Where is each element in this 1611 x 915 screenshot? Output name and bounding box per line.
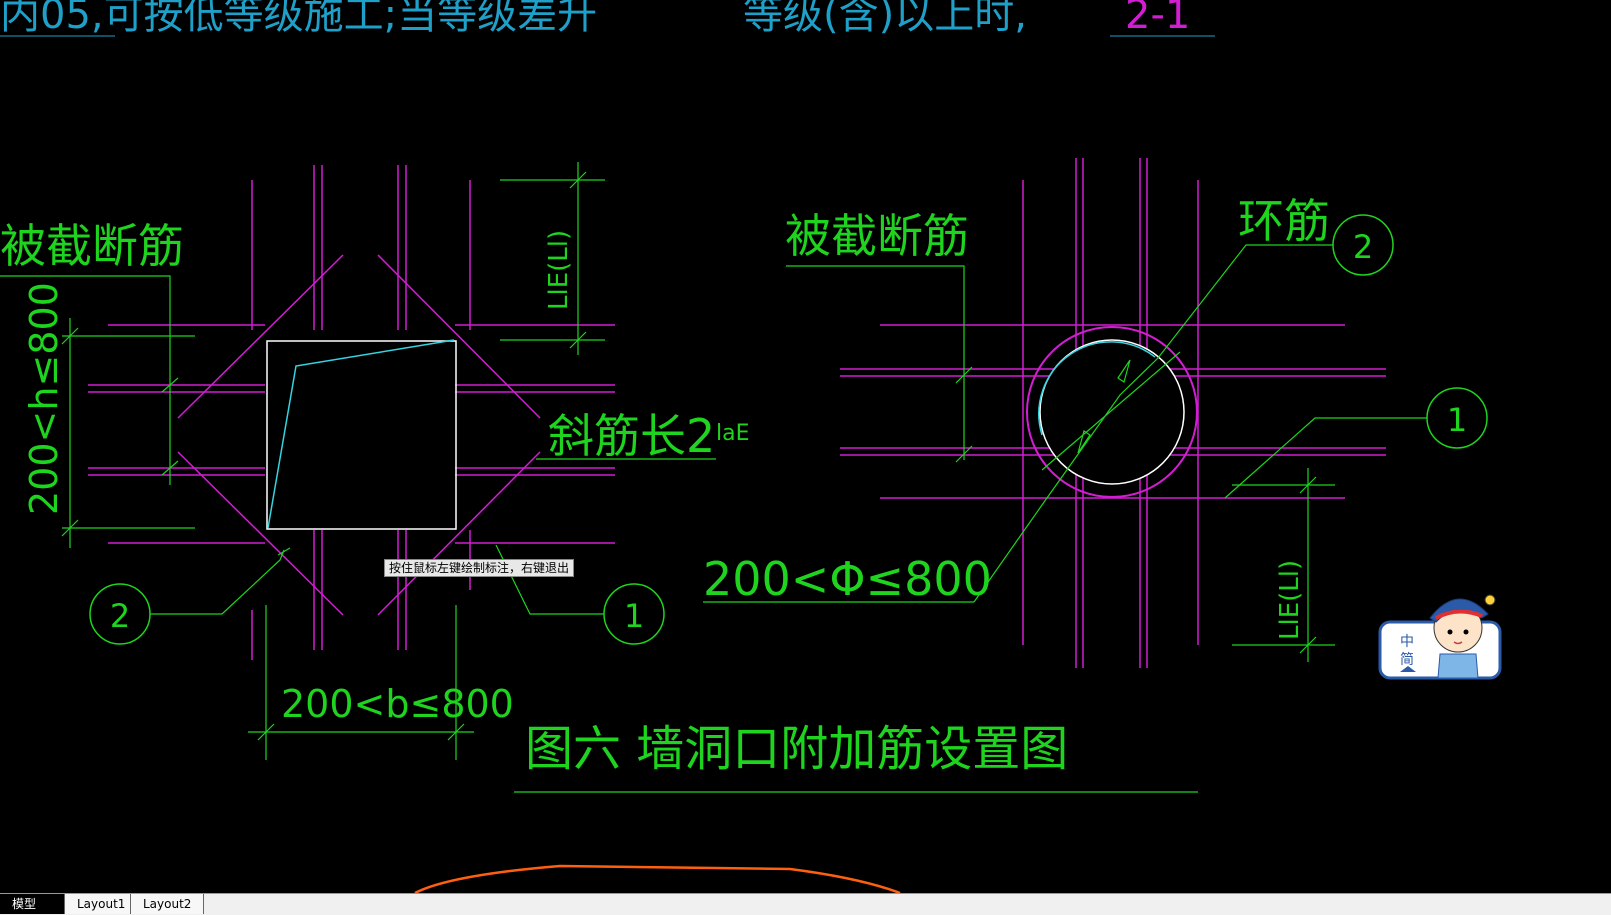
layout-tab-bar: 模型 Layout1 Layout2 — [0, 893, 1611, 915]
left-vertical-rebars — [251, 165, 471, 660]
lle-right-label: LlE(Ll) — [1275, 560, 1305, 640]
callout-1-right: 1 — [1447, 401, 1467, 439]
ring-bar-label: 环筋 — [1238, 194, 1330, 248]
lle-top-label: LlE(Ll) — [544, 230, 574, 310]
tab-model[interactable]: 模型 — [0, 894, 64, 914]
callout-1-left: 1 — [624, 597, 644, 635]
rect-opening — [266, 340, 457, 530]
top-text-1: 内05,可按低等级施工;当等级差升 — [0, 0, 597, 38]
drawing-canvas[interactable]: 内05,可按低等级施工;当等级差升 等级(含)以上时, 2-1 — [0, 0, 1611, 893]
figure-title: 图六 墙洞口附加筋设置图 — [525, 721, 1068, 777]
ring-bar — [1026, 326, 1198, 498]
cursor-trace — [267, 339, 455, 529]
diagonal-length-label: 斜筋长2 — [548, 409, 715, 463]
callout-2-left: 2 — [110, 597, 130, 635]
h-dimension — [61, 318, 195, 548]
lae-label: laE — [716, 421, 750, 446]
mascot-char-2: 简 — [1400, 651, 1414, 668]
tab-layout1[interactable]: Layout1 — [64, 894, 139, 914]
cad-drawing[interactable]: 内05,可按低等级施工;当等级差升 等级(含)以上时, 2-1 — [0, 0, 1611, 893]
b-dimension — [248, 605, 474, 760]
left-horizontal-rebars — [88, 324, 615, 544]
top-text-2: 等级(含)以上时, — [743, 0, 1027, 38]
command-tooltip: 按住鼠标左键绘制标注，右键退出 — [384, 559, 575, 577]
mascot-char-1: 中 — [1400, 634, 1414, 650]
phi-range-label: 200<Φ≤800 — [703, 552, 992, 606]
tab-layout2[interactable]: Layout2 — [130, 894, 205, 914]
circle-opening — [1039, 339, 1185, 485]
callout-2-right: 2 — [1353, 228, 1373, 266]
orange-arc — [414, 864, 901, 893]
right-detail: 被截断筋 环筋 2 1 200<Φ≤800 LlE(Ll) — [703, 158, 1488, 668]
top-text-3: 2-1 — [1125, 0, 1190, 38]
left-diagonal-rebars — [177, 254, 541, 616]
ime-mascot-icon[interactable]: 中 简 — [1378, 588, 1502, 680]
left-detail: 被截断筋 200<h≤800 LlE(Ll) 斜筋长2 laE — [0, 162, 750, 760]
lle-right-dimension — [1232, 468, 1335, 662]
b-range-label: 200<b≤800 — [281, 682, 514, 726]
cut-bar-label-right: 被截断筋 — [785, 209, 969, 263]
cut-bar-label-left: 被截断筋 — [0, 219, 184, 273]
h-range-label: 200<h≤800 — [22, 282, 66, 515]
lle-top-dimension — [500, 162, 605, 355]
